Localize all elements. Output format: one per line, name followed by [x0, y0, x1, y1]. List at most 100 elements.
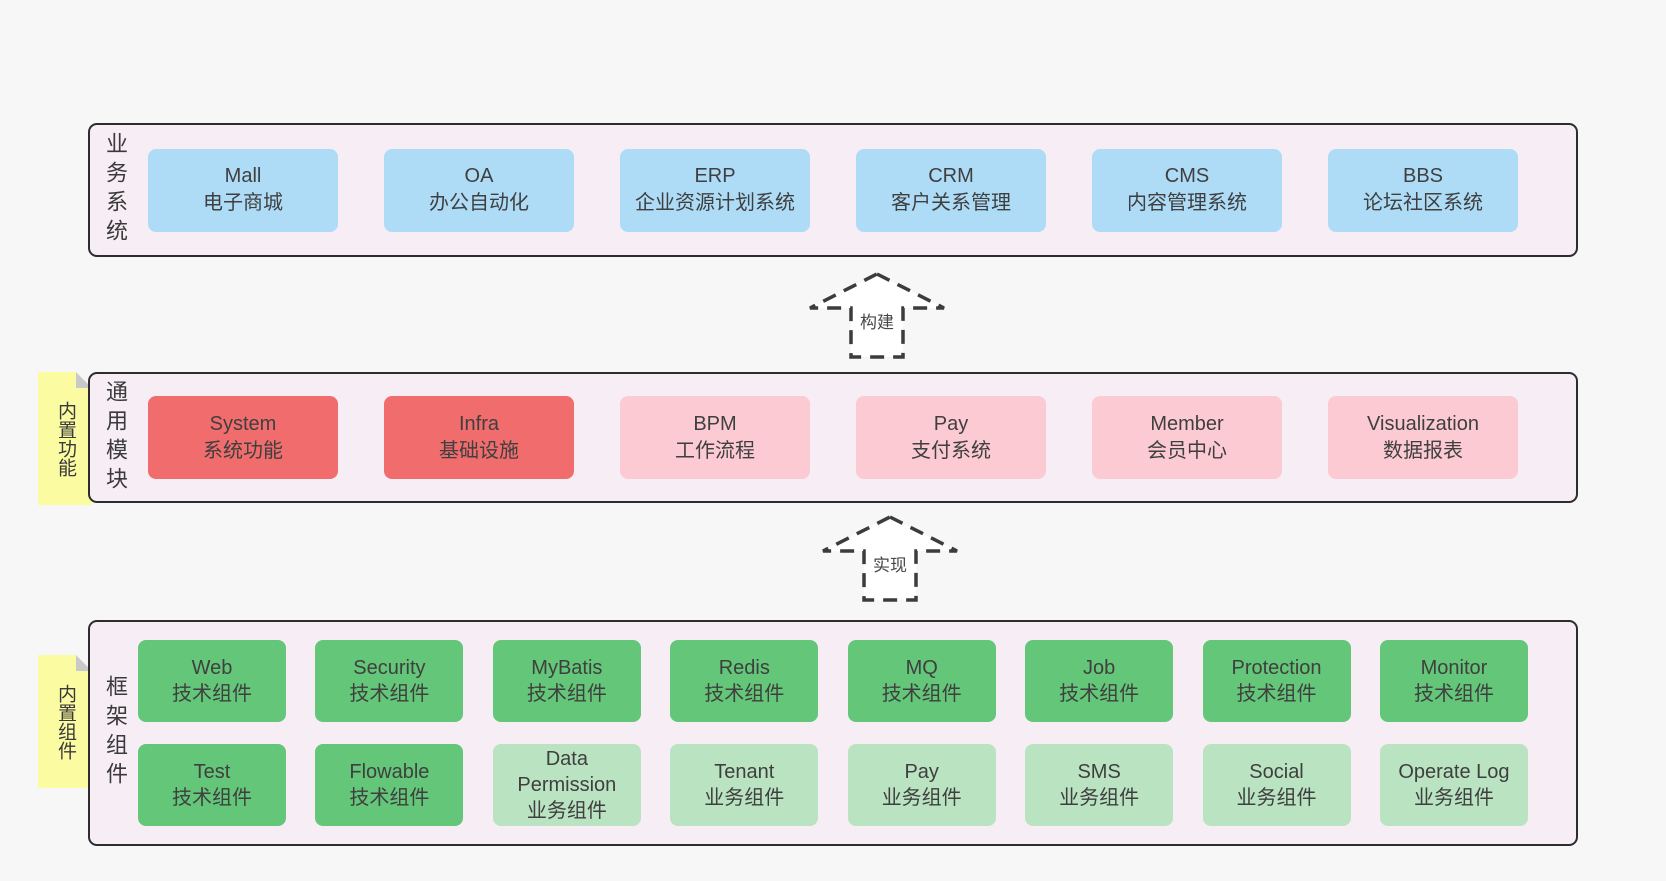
arrow-implement-label: 实现 — [871, 556, 909, 575]
box-flowable: Flowable 技术组件 — [315, 744, 464, 826]
box-redis: Redis 技术组件 — [670, 640, 819, 722]
framework-components-rows: Web 技术组件 Security 技术组件 MyBatis 技术组件 Redi… — [90, 622, 1576, 844]
box-name: Monitor — [1420, 657, 1488, 679]
sticky-label: 内置组件 — [55, 683, 76, 760]
business-systems-row: Mall 电子商城 OA 办公自动化 ERP 企业资源计划系统 CRM 客户关系… — [90, 125, 1576, 255]
box-desc: 会员中心 — [1147, 439, 1227, 462]
box-name: MQ — [905, 657, 938, 679]
box-desc: 业务组件 — [526, 800, 607, 822]
box-desc: 技术组件 — [349, 787, 430, 809]
arrow-implement: 实现 — [820, 514, 960, 604]
box-desc: 业务组件 — [1059, 787, 1140, 809]
box-desc: 业务组件 — [1413, 787, 1494, 809]
box-bpm: BPM 工作流程 — [620, 396, 810, 479]
box-name: SMS — [1077, 761, 1121, 783]
box-desc: 业务组件 — [1236, 787, 1317, 809]
box-name: Data Permission — [517, 748, 617, 796]
box-sms: SMS 业务组件 — [1025, 744, 1174, 826]
box-name: Test — [193, 761, 231, 783]
box-mall: Mall 电子商城 — [148, 148, 338, 232]
box-name: CMS — [1164, 165, 1210, 187]
arrow-build-label: 构建 — [858, 313, 896, 332]
box-desc: 数据报表 — [1383, 439, 1463, 462]
box-name: Web — [191, 657, 233, 679]
box-name: MyBatis — [531, 657, 603, 679]
band-common-modules: 通用模块 System 系统功能 Infra 基础设施 BPM 工作流程 Pay… — [88, 372, 1578, 503]
box-operate-log: Operate Log 业务组件 — [1379, 744, 1528, 826]
box-desc: 办公自动化 — [429, 192, 529, 214]
sticky-note-builtin-features: 内置功能 — [38, 372, 92, 505]
box-protection: Protection 技术组件 — [1202, 640, 1351, 722]
box-mybatis: MyBatis 技术组件 — [492, 640, 641, 722]
box-name: Social — [1249, 761, 1304, 783]
box-web: Web 技术组件 — [138, 640, 286, 722]
box-desc: 技术组件 — [349, 683, 430, 705]
box-cms: CMS 内容管理系统 — [1092, 148, 1282, 232]
box-desc: 技术组件 — [172, 787, 252, 809]
box-pay-component: Pay 业务组件 — [847, 744, 996, 826]
box-desc: 业务组件 — [704, 787, 785, 809]
box-name: Security — [353, 657, 426, 679]
box-name: Protection — [1231, 657, 1322, 679]
box-system: System 系统功能 — [148, 396, 338, 479]
sticky-label: 内置功能 — [55, 400, 76, 477]
box-name: ERP — [694, 165, 736, 187]
box-job: Job 技术组件 — [1025, 640, 1174, 722]
box-desc: 技术组件 — [1236, 683, 1317, 705]
box-tenant: Tenant 业务组件 — [670, 744, 819, 826]
box-social: Social 业务组件 — [1202, 744, 1351, 826]
box-desc: 技术组件 — [1413, 683, 1494, 705]
box-name: Member — [1150, 412, 1224, 435]
box-desc: 技术组件 — [1059, 683, 1140, 705]
box-name: Visualization — [1367, 412, 1479, 435]
box-desc: 技术组件 — [526, 683, 607, 705]
box-security: Security 技术组件 — [315, 640, 464, 722]
box-name: Infra — [458, 412, 500, 435]
box-mq: MQ 技术组件 — [847, 640, 996, 722]
box-member: Member 会员中心 — [1092, 396, 1282, 479]
box-name: Flowable — [349, 761, 430, 783]
box-crm: CRM 客户关系管理 — [856, 148, 1046, 232]
box-name: Job — [1082, 657, 1116, 679]
band-framework-components: 框架组件 Web 技术组件 Security 技术组件 MyBatis 技术组件… — [88, 620, 1578, 846]
box-desc: 电子商城 — [203, 192, 283, 214]
box-desc: 基础设施 — [439, 439, 519, 462]
box-erp: ERP 企业资源计划系统 — [620, 148, 810, 232]
box-name: System — [209, 412, 277, 435]
box-name: Redis — [718, 657, 770, 679]
box-pay-system: Pay 支付系统 — [856, 396, 1046, 479]
box-desc: 系统功能 — [203, 439, 283, 462]
box-name: Mall — [224, 165, 262, 187]
box-infra: Infra 基础设施 — [384, 396, 574, 479]
box-visualization: Visualization 数据报表 — [1328, 396, 1518, 479]
box-desc: 客户关系管理 — [891, 192, 1011, 214]
box-name: Pay — [933, 412, 969, 435]
box-desc: 论坛社区系统 — [1363, 192, 1483, 214]
box-desc: 业务组件 — [881, 787, 962, 809]
box-name: BBS — [1402, 165, 1444, 187]
box-name: BPM — [693, 412, 737, 435]
box-data-permission: Data Permission 业务组件 — [492, 744, 641, 826]
box-test: Test 技术组件 — [138, 744, 286, 826]
box-oa: OA 办公自动化 — [384, 148, 574, 232]
band-label-business-systems: 业务系统 — [103, 132, 128, 248]
box-monitor: Monitor 技术组件 — [1379, 640, 1528, 722]
box-desc: 技术组件 — [704, 683, 785, 705]
box-name: Tenant — [714, 761, 775, 783]
box-name: CRM — [928, 165, 974, 187]
framework-components-row-2: Test 技术组件 Flowable 技术组件 Data Permission … — [138, 744, 1528, 826]
box-desc: 工作流程 — [675, 439, 755, 462]
band-business-systems: 业务系统 Mall 电子商城 OA 办公自动化 ERP 企业资源计划系统 CRM… — [88, 123, 1578, 257]
box-name: Pay — [904, 761, 939, 783]
box-desc: 企业资源计划系统 — [635, 192, 795, 214]
box-desc: 技术组件 — [172, 683, 252, 705]
box-desc: 支付系统 — [911, 439, 991, 462]
sticky-note-builtin-components: 内置组件 — [38, 655, 92, 788]
framework-components-row-1: Web 技术组件 Security 技术组件 MyBatis 技术组件 Redi… — [138, 640, 1528, 722]
box-desc: 内容管理系统 — [1127, 192, 1247, 214]
box-bbs: BBS 论坛社区系统 — [1328, 148, 1518, 232]
box-desc: 技术组件 — [881, 683, 962, 705]
box-name: OA — [464, 165, 494, 187]
band-label-framework-components: 框架组件 — [103, 675, 128, 791]
